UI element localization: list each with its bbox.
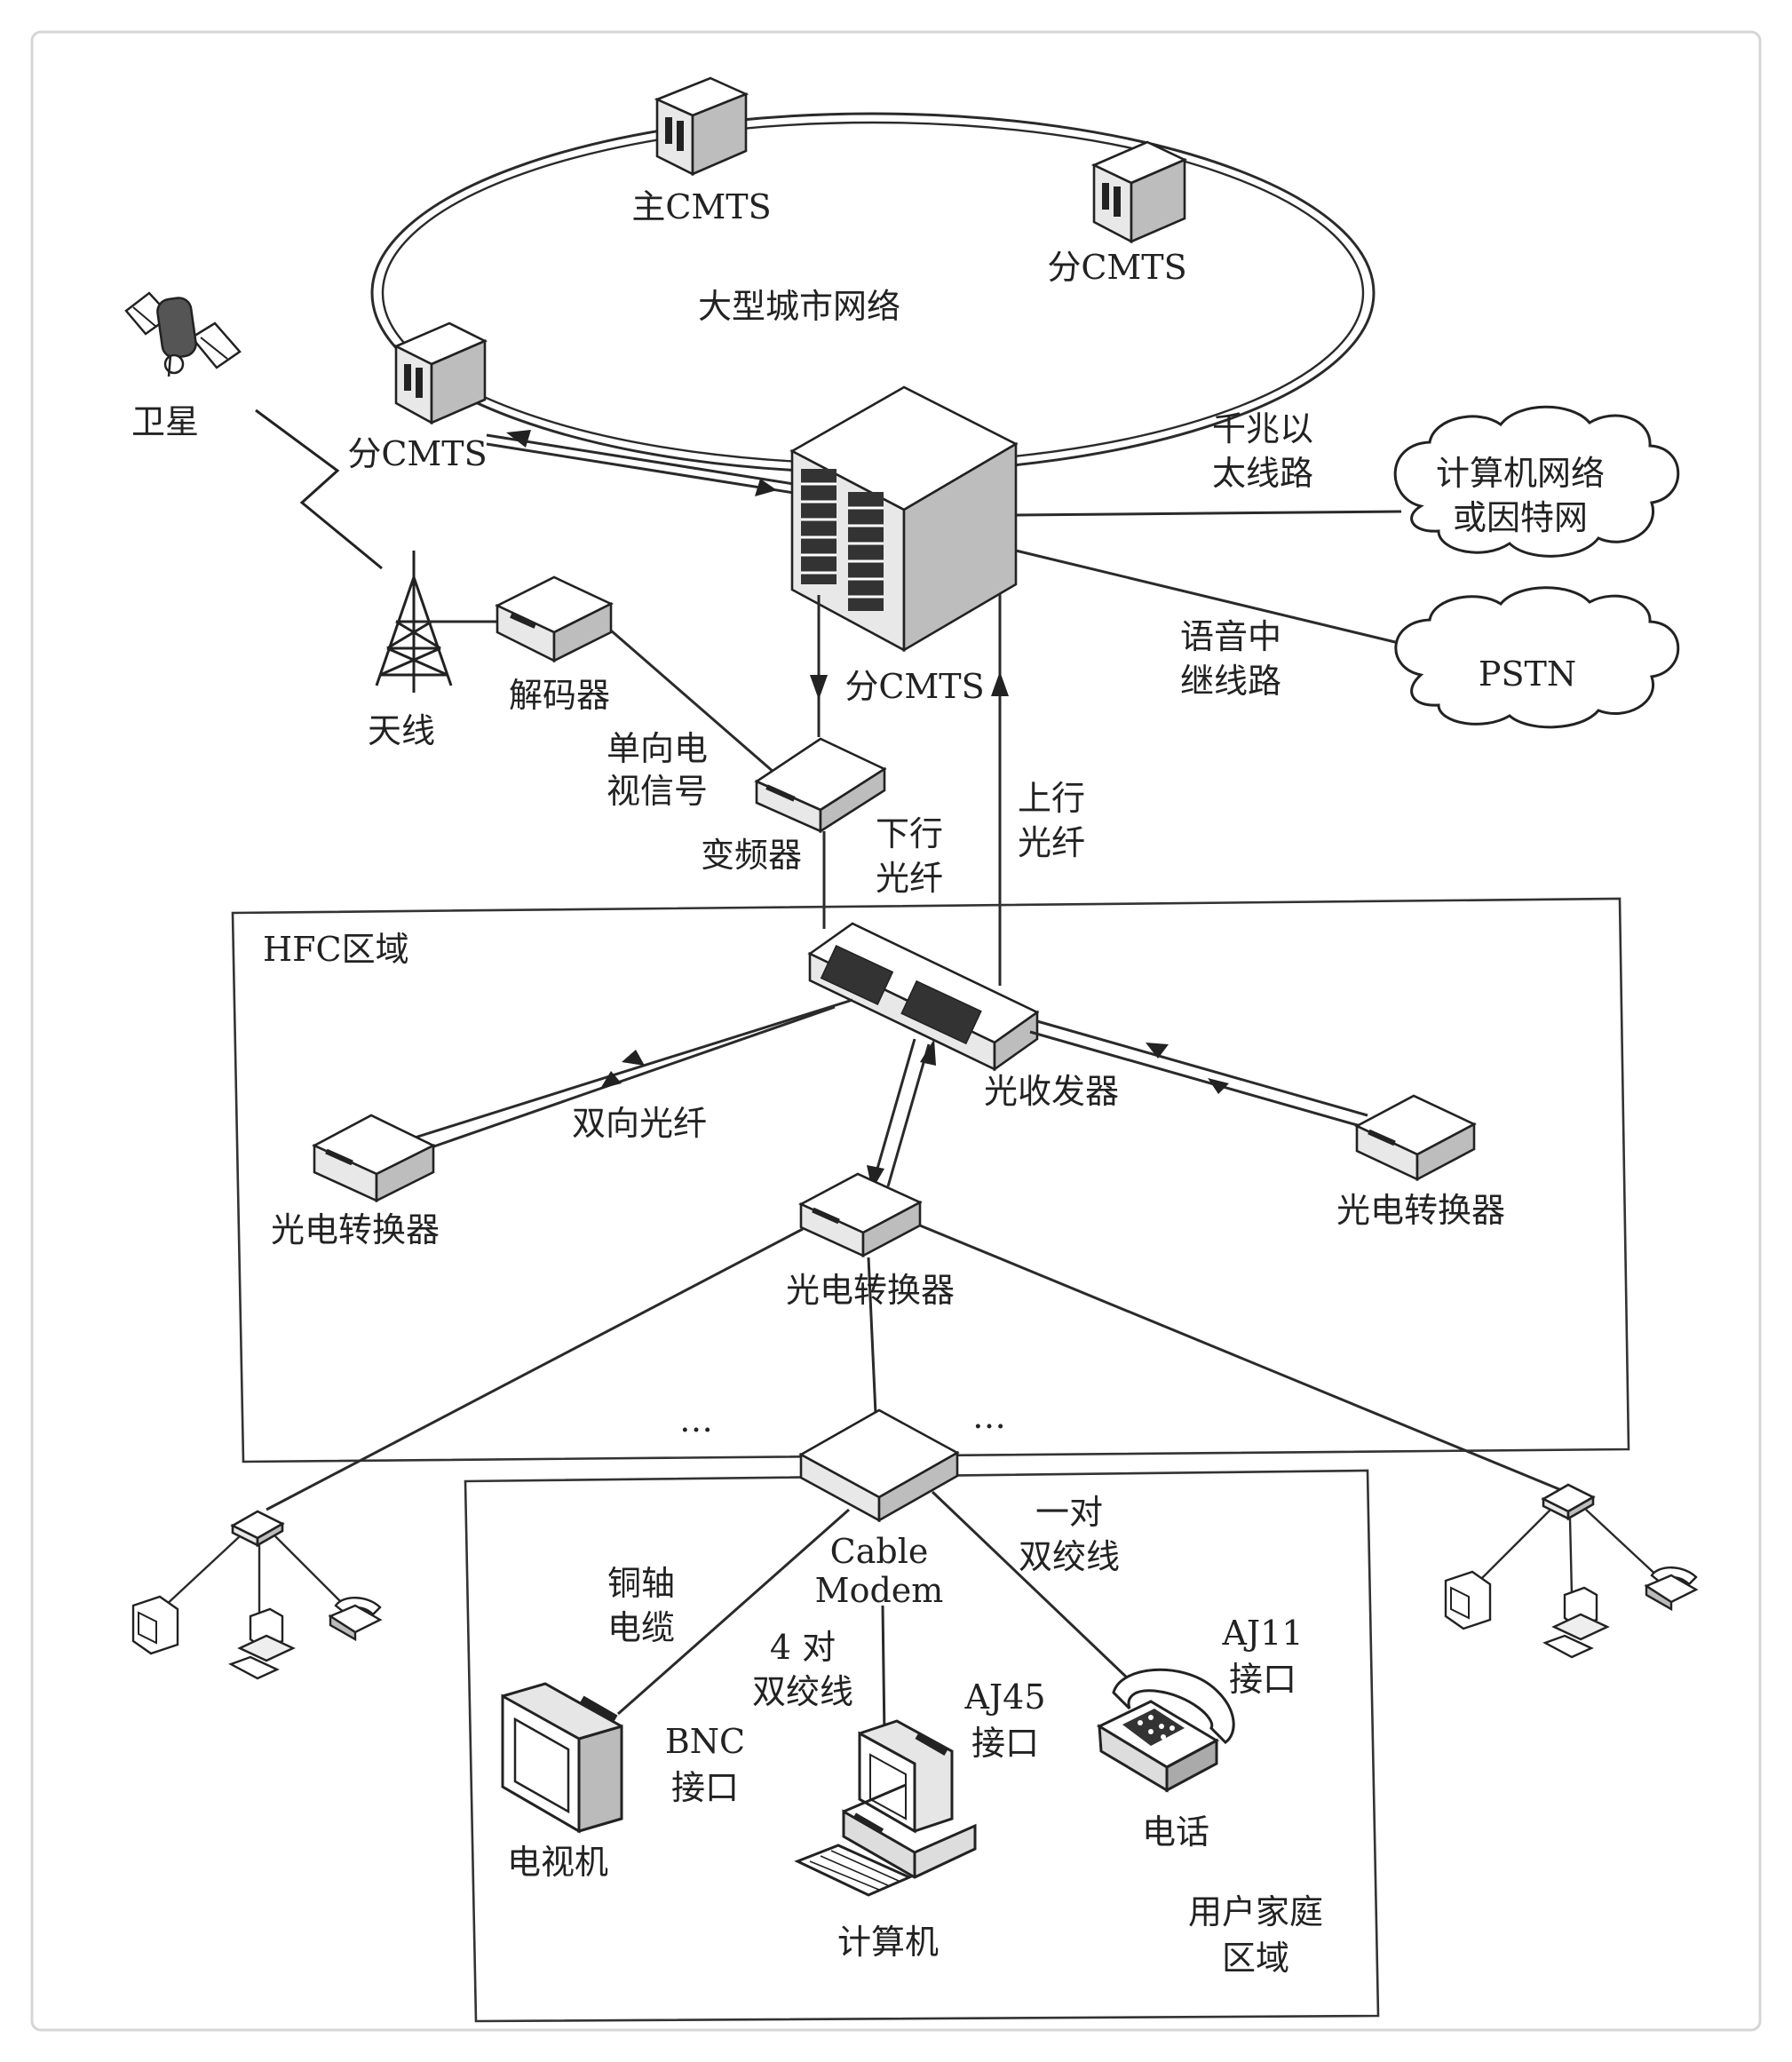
oe-converter-right-label: 光电转换器 bbox=[1336, 1191, 1505, 1230]
decoder-converter-link bbox=[610, 629, 775, 774]
satellite-label: 卫星 bbox=[131, 402, 199, 441]
sub-cmts-left-label: 分CMTS bbox=[347, 434, 487, 473]
oe-converter-center-label: 光电转换器 bbox=[786, 1271, 955, 1310]
aj11-port-label-2: 接口 bbox=[1229, 1660, 1296, 1699]
main-cmts-icon bbox=[654, 76, 749, 177]
one-pair-twisted-label-1: 一对 bbox=[1035, 1493, 1103, 1532]
one-pair-link bbox=[931, 1490, 1130, 1680]
home-area-box bbox=[464, 1469, 1380, 2023]
computer-network-label-2: 或因特网 bbox=[1453, 498, 1588, 537]
aj45-port-label-1: AJ45 bbox=[963, 1677, 1045, 1717]
gigabit-line-label-1: 千兆以 bbox=[1212, 409, 1313, 448]
pstn-cloud bbox=[1394, 586, 1680, 729]
telephone-icon bbox=[1096, 1668, 1235, 1793]
decoder-icon bbox=[495, 575, 614, 663]
coax-link bbox=[617, 1508, 850, 1716]
optical-transceiver-icon bbox=[807, 922, 1040, 1072]
gigabit-ethernet-link bbox=[1015, 510, 1402, 517]
fiber-link-center bbox=[867, 1038, 936, 1190]
pstn-label: PSTN bbox=[1479, 654, 1576, 694]
left-cmts-link bbox=[486, 430, 800, 496]
telephone-label: 电话 bbox=[1142, 1812, 1209, 1852]
frequency-converter-label: 变频器 bbox=[701, 836, 802, 875]
oe-converter-left-icon bbox=[312, 1114, 436, 1203]
computer-icon bbox=[794, 1719, 977, 1897]
four-pair-link bbox=[881, 1605, 886, 1738]
voice-trunk-label-2: 继线路 bbox=[1180, 662, 1281, 701]
ellipsis-left: … bbox=[679, 1400, 713, 1439]
ellipsis-right: … bbox=[972, 1397, 1006, 1436]
voice-trunk-link bbox=[1015, 549, 1422, 650]
downstream-fiber-label-1: 下行 bbox=[876, 814, 943, 853]
upstream-fiber-label-1: 上行 bbox=[1018, 779, 1085, 818]
antenna-tower-icon bbox=[375, 551, 453, 693]
cable-modem-label-2: Modem bbox=[815, 1571, 944, 1610]
link-to-left-home bbox=[266, 1227, 804, 1511]
voice-trunk-label-1: 语音中 bbox=[1180, 617, 1281, 656]
fiber-link-right bbox=[1029, 1019, 1368, 1128]
one-pair-twisted-label-2: 双绞线 bbox=[1019, 1537, 1120, 1576]
link-to-right-home bbox=[919, 1224, 1571, 1495]
city-network-label: 大型城市网络 bbox=[698, 287, 900, 326]
antenna-label: 天线 bbox=[368, 711, 435, 750]
hfc-area-label: HFC区域 bbox=[263, 930, 409, 969]
link-to-cable-modem bbox=[867, 1257, 877, 1415]
decoder-label: 解码器 bbox=[509, 676, 610, 715]
four-pair-twisted-label-1: 4 对 bbox=[770, 1628, 836, 1667]
upstream-fiber-label-2: 光纤 bbox=[1018, 823, 1085, 862]
bidirectional-fiber-label: 双向光纤 bbox=[572, 1104, 707, 1143]
oneway-tv-label-2: 视信号 bbox=[607, 772, 708, 811]
tv-icon bbox=[501, 1682, 623, 1834]
aj11-port-label-1: AJ11 bbox=[1221, 1614, 1303, 1653]
gigabit-line-label-2: 太线路 bbox=[1212, 454, 1313, 493]
oe-converter-right-icon bbox=[1354, 1094, 1477, 1182]
fiber-link-left bbox=[411, 998, 853, 1151]
computer-label: 计算机 bbox=[837, 1923, 939, 1962]
page-frame bbox=[30, 30, 1762, 2032]
four-pair-twisted-label-2: 双绞线 bbox=[752, 1672, 853, 1711]
coax-cable-label-2: 电缆 bbox=[607, 1608, 675, 1647]
bnc-port-label-1: BNC bbox=[665, 1722, 745, 1761]
downstream-fiber-label-2: 光纤 bbox=[876, 859, 943, 898]
computer-network-label-1: 计算机网络 bbox=[1436, 454, 1605, 493]
computer-network-cloud bbox=[1393, 405, 1680, 558]
hfc-area-box bbox=[231, 897, 1630, 1463]
sub-cmts-right-label: 分CMTS bbox=[1047, 248, 1186, 287]
tv-label: 电视机 bbox=[507, 1843, 608, 1882]
home-area-label-1: 用户家庭 bbox=[1188, 1892, 1323, 1931]
sub-cmts-left-icon bbox=[392, 321, 488, 425]
cable-modem-label-1: Cable bbox=[830, 1532, 929, 1571]
main-cmts-label: 主CMTS bbox=[631, 187, 771, 226]
downstream-fiber bbox=[810, 595, 828, 929]
upstream-fiber bbox=[991, 593, 1009, 986]
left-home-cluster bbox=[131, 1510, 383, 1680]
oe-converter-center-icon bbox=[798, 1172, 923, 1258]
coax-cable-label-1: 铜轴 bbox=[607, 1564, 675, 1603]
optical-transceiver-label: 光收发器 bbox=[984, 1072, 1119, 1111]
satellite-icon bbox=[124, 291, 242, 377]
aj45-port-label-2: 接口 bbox=[971, 1724, 1039, 1763]
home-area-label-2: 区域 bbox=[1222, 1939, 1289, 1978]
sub-cmts-right-icon bbox=[1090, 140, 1188, 244]
cable-modem-icon bbox=[798, 1408, 960, 1523]
bnc-port-label-2: 接口 bbox=[671, 1768, 739, 1807]
frequency-converter-icon bbox=[754, 737, 887, 834]
oe-converter-left-label: 光电转换器 bbox=[271, 1210, 440, 1249]
sub-cmts-center-label: 分CMTS bbox=[844, 667, 984, 706]
wireless-signal bbox=[255, 408, 383, 570]
right-home-cluster bbox=[1444, 1483, 1699, 1659]
oneway-tv-label-1: 单向电 bbox=[607, 729, 708, 768]
